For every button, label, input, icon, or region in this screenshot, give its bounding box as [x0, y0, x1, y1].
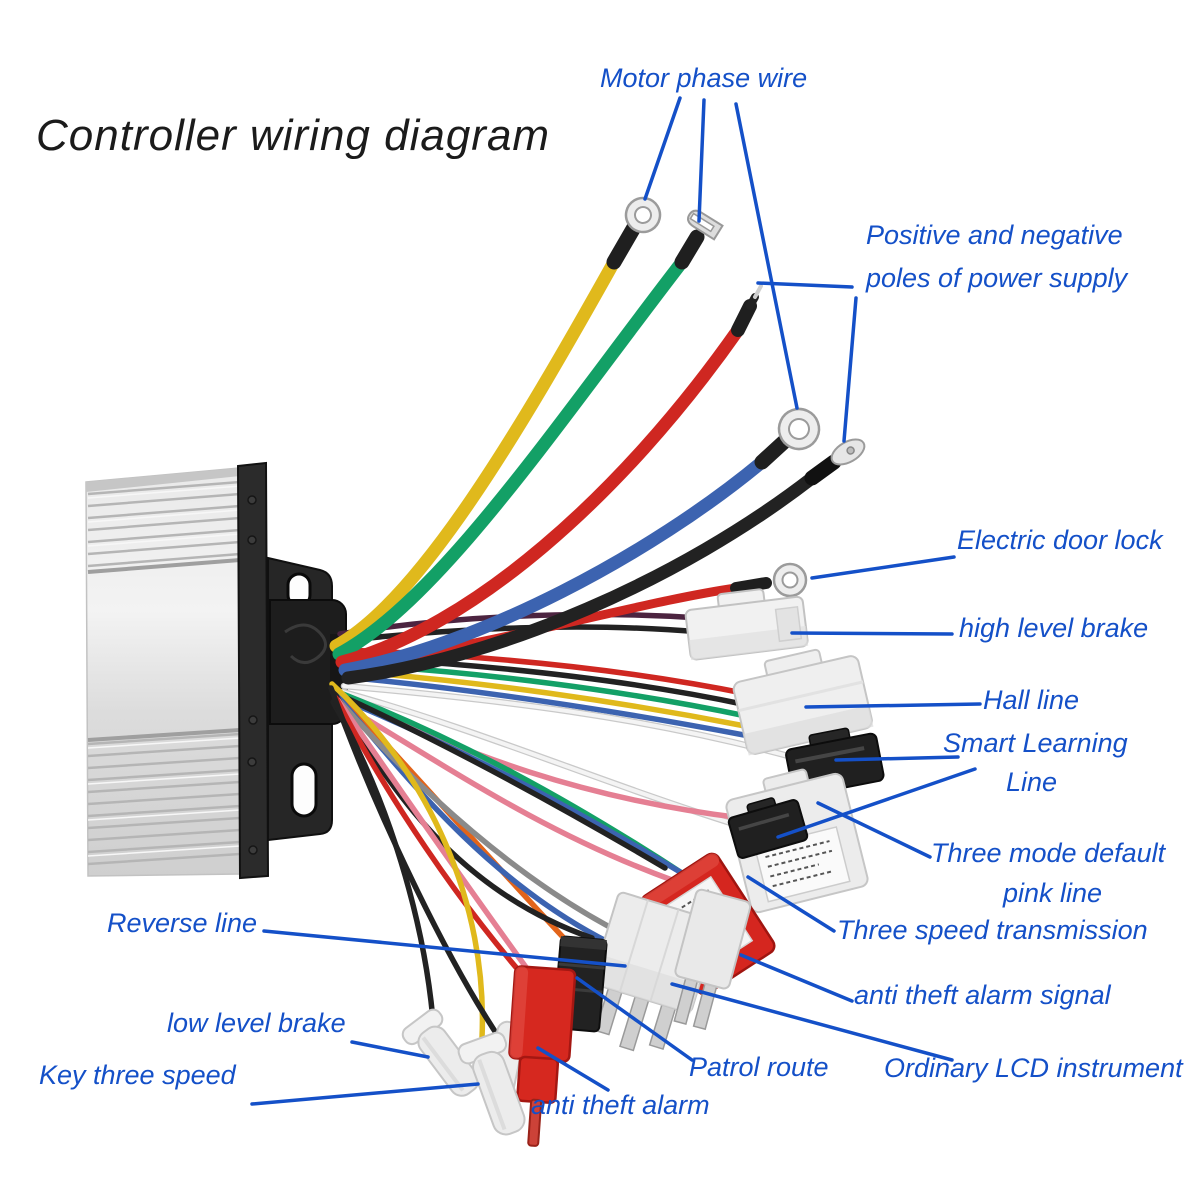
wire-gray-lcd	[332, 693, 628, 938]
wire-red-alarm	[333, 695, 523, 975]
heatsink-fins-top	[87, 480, 241, 568]
connector-high-level-brake	[684, 588, 809, 661]
page-title: Controller wiring diagram	[36, 111, 551, 160]
leader-low-level-brake	[350, 1040, 430, 1059]
power-phase-wires	[329, 196, 866, 685]
signal-wires	[328, 611, 796, 1045]
leader-reverse-line	[262, 929, 627, 968]
leader-three-speed	[746, 875, 836, 933]
wire-black-keyspeed	[328, 685, 505, 1045]
label-hall-line: Hall line	[983, 685, 1080, 715]
label-lcd-instrument: Ordinary LCD instrument	[884, 1053, 1183, 1083]
wire-power-black	[341, 471, 819, 685]
connector-key-three-speed	[457, 1031, 526, 1136]
label-power-supply-line1: Positive and negative	[866, 220, 1123, 250]
leader-motor-phase-1	[643, 96, 682, 201]
label-anti-theft-alarm: anti theft alarm	[531, 1090, 710, 1120]
leader-lines	[250, 96, 982, 1106]
leader-electric-door-lock	[810, 555, 956, 580]
label-high-level-brake: high level brake	[959, 613, 1149, 643]
leader-lcd-instrument	[670, 982, 954, 1062]
label-smart-learning-line2: Line	[1006, 767, 1058, 797]
wire-black-signal	[339, 693, 668, 871]
controller-end-plate	[236, 461, 270, 880]
wire-phase-green	[332, 255, 689, 661]
label-three-mode-line2: pink line	[1003, 878, 1103, 908]
leader-hall-line	[804, 702, 982, 709]
leader-key-three-speed	[250, 1082, 480, 1106]
label-three-speed: Three speed transmission	[837, 915, 1148, 945]
ring-terminal-doorlock	[772, 562, 808, 598]
leader-anti-theft-alarm	[536, 1046, 610, 1092]
bracket-slot-bottom	[290, 762, 318, 818]
leader-three-mode	[816, 801, 932, 859]
leader-motor-phase-3	[734, 102, 799, 410]
controller-body	[85, 461, 348, 880]
heatsink-fins-bottom	[87, 732, 241, 866]
wire-yellow-keyspeed	[329, 681, 486, 1041]
leader-power-negative	[842, 296, 858, 443]
pin-terminal-red	[753, 284, 763, 299]
wire-hall-blue	[342, 674, 747, 738]
connector-smart-learning-2	[727, 797, 809, 859]
ring-terminal-yellow	[624, 196, 662, 234]
wire-pink-signal	[337, 700, 675, 883]
label-three-mode-line1: Three mode default	[931, 838, 1166, 868]
wire-pink-alarm	[335, 697, 531, 973]
leader-motor-phase-2	[697, 98, 706, 223]
leader-anti-theft-signal	[739, 953, 854, 1003]
leader-smart-learning-1	[834, 755, 960, 762]
leader-smart-learning-2	[776, 767, 977, 839]
wire-phase-blue	[338, 455, 769, 677]
label-key-three-speed: Key three speed	[39, 1060, 236, 1090]
label-reverse-line: Reverse line	[107, 908, 258, 938]
wire-power-red	[335, 323, 745, 669]
label-patrol-route: Patrol route	[689, 1052, 829, 1082]
wire-black-brake	[338, 624, 703, 644]
controller-top-edge	[86, 468, 240, 492]
leader-power-positive	[756, 281, 854, 289]
connector-anti-theft-alarm	[508, 965, 577, 1147]
spade-terminal-black	[830, 438, 866, 466]
label-anti-theft-signal: anti theft alarm signal	[854, 980, 1111, 1010]
label-motor-phase-wire: Motor phase wire	[600, 63, 808, 93]
label-smart-learning-line1: Smart Learning	[943, 728, 1128, 758]
label-power-supply-line2: poles of power supply	[866, 263, 1128, 293]
ring-terminal-blue	[777, 407, 821, 451]
wire-phase-yellow	[329, 255, 621, 653]
leader-patrol-route	[575, 976, 694, 1062]
leader-high-level-brake	[790, 631, 954, 636]
label-electric-door-lock: Electric door lock	[957, 525, 1163, 555]
wire-white-smart	[342, 684, 794, 759]
label-low-level-brake: low level brake	[167, 1008, 346, 1038]
